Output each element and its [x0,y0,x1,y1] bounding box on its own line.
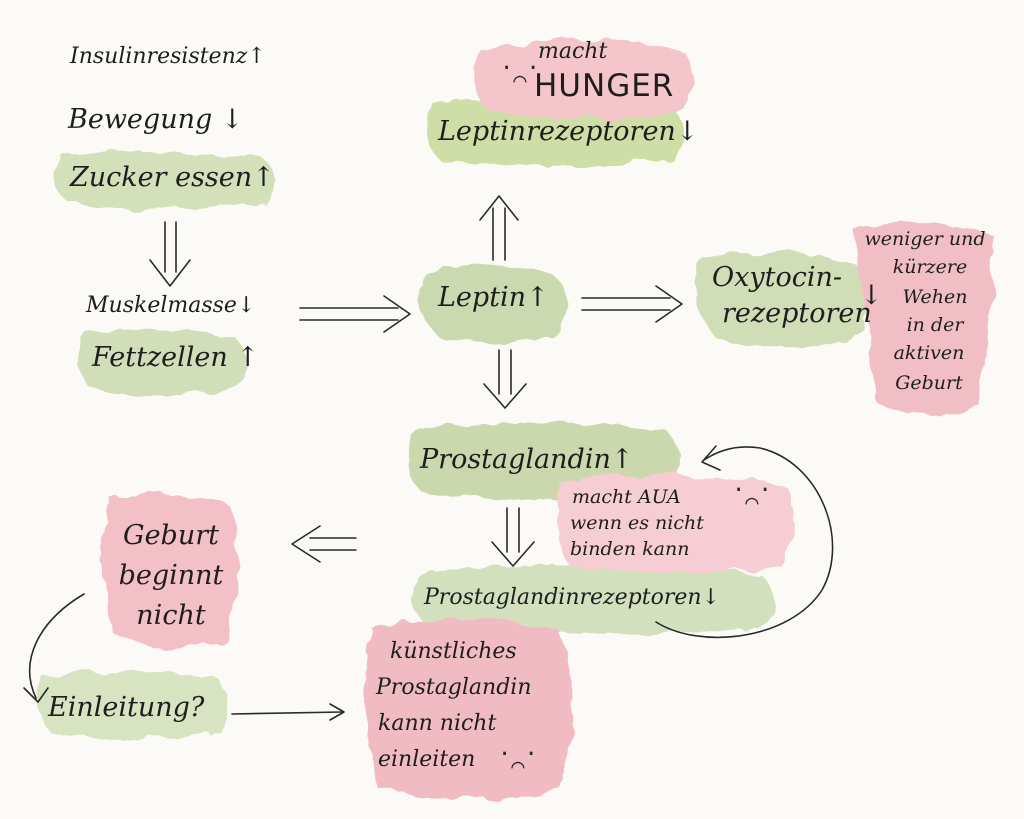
double-arrow-right-icon [299,295,411,333]
label-oxytocin: Oxytocin- [712,262,842,293]
arrow-right-kuenstlich-icon [231,703,345,721]
double-arrow-down-prostarez-icon [491,507,535,567]
kuenstlich-line-2: Prostaglandin [376,675,532,700]
geburt-line-3: nicht [136,600,206,631]
label-einleitung: Einleitung? [48,692,205,723]
aua-line-3: binden kann [570,538,690,560]
wash-einleitung [37,671,228,740]
label-hunger: HUNGER [534,68,675,104]
double-arrow-left-icon [291,525,357,563]
wash-aua [555,474,793,573]
double-arrow-up-icon [479,195,519,261]
geburt-line-2: beginnt [118,560,224,591]
wash-zucker [54,151,274,210]
wash-wehen [852,222,995,414]
label-insulinresistenz: Insulinresistenz↑ [70,44,266,69]
label-prostaglandin: Prostaglandin↑ [420,444,634,475]
kuenstlich-line-1: künstliches [390,639,517,664]
wash-kuenstlich [364,619,573,800]
geburt-line-1: Geburt [123,520,219,551]
kuenstlich-line-3: kann nicht [378,711,497,736]
sad-face-icon: . .⌒ [500,50,540,93]
double-arrow-right-oxy-icon [581,285,683,323]
arrow-down-icon: ↓ [860,280,883,311]
wehen-line-3: Wehen [902,286,968,308]
wash-leptin [420,265,568,343]
wash-geburt [103,492,238,648]
sad-face-einleiten-icon: . .⌒ [498,736,538,779]
wehen-line-1: weniger und [864,228,986,250]
double-arrow-down-icon [149,221,191,287]
label-rezeptoren: rezeptoren [722,298,872,329]
aua-line-2: wenn es nicht [570,512,704,534]
wash-prostarez [412,565,775,635]
kuenstlich-line-4: einleiten [378,747,476,772]
wehen-line-5: aktiven [893,342,965,364]
wash-hunger [472,39,695,119]
label-fettzellen: Fettzellen ↑ [92,342,259,373]
label-leptinrezeptoren: Leptinrezeptoren↓ [438,116,699,147]
wehen-line-4: in der [906,314,964,336]
wash-oxy [698,252,867,348]
wash-fett [77,329,245,396]
aua-line-1: macht AUA [572,486,681,508]
label-macht: macht [538,39,608,64]
curved-loop-arrow-icon [655,445,834,639]
sad-face-aua-icon: . .⌒ [732,472,772,515]
wehen-line-2: kürzere [892,256,968,278]
label-leptin: Leptin↑ [438,282,549,313]
wehen-line-6: Geburt [895,372,963,394]
label-prostaglandinrezeptoren: Prostaglandinrezeptoren↓ [424,585,720,610]
label-bewegung: Bewegung ↓ [68,104,244,135]
double-arrow-down-prosta-icon [483,349,527,409]
curved-arrow-einleitung-icon [23,593,85,703]
label-zucker-essen: Zucker essen↑ [70,162,275,193]
label-muskelmasse: Muskelmasse↓ [86,293,256,318]
